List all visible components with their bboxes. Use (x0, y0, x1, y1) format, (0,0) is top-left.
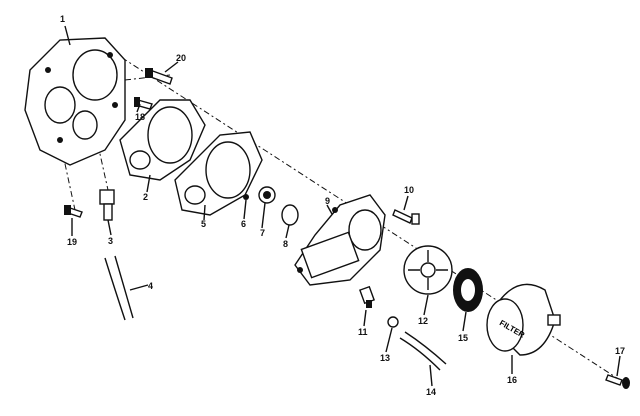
callout-7: 7 (260, 228, 266, 238)
callout-15: 15 (458, 333, 469, 343)
part-8-o-ring (281, 204, 299, 226)
part-7-valve-retainer (258, 186, 276, 204)
callout-2: 2 (143, 192, 149, 202)
part-5-diaphragm (174, 131, 263, 216)
part-18-screw (134, 97, 153, 110)
callout-18: 18 (135, 112, 146, 122)
callout-17: 17 (615, 346, 626, 356)
callout-20: 20 (176, 53, 187, 63)
callout-6: 6 (241, 219, 247, 229)
part-6-valve (243, 194, 249, 200)
part-4-fuel-hose (104, 255, 134, 321)
part-2-gasket (119, 99, 206, 181)
part-20-screw (145, 68, 173, 85)
part-11-fitting (359, 285, 375, 308)
callout-1: 1 (60, 14, 66, 24)
callout-16: 16 (507, 375, 518, 385)
callout-12: 12 (418, 316, 429, 326)
callout-4: 4 (148, 281, 154, 291)
callout-3: 3 (108, 236, 114, 246)
part-14-fuel-hose (399, 331, 447, 371)
callout-10: 10 (404, 185, 415, 195)
part-19-screw (64, 205, 83, 218)
callout-11: 11 (358, 327, 368, 337)
callout-19: 19 (67, 237, 78, 247)
part-13-clamp (387, 316, 399, 328)
part-1-pump-body (24, 37, 126, 166)
callout-8: 8 (283, 239, 289, 249)
part-10-screw (392, 209, 420, 225)
part-9-pump-cover (294, 194, 386, 286)
callout-9: 9 (325, 196, 331, 206)
callout-14: 14 (426, 387, 437, 397)
callout-5: 5 (201, 219, 207, 229)
part-16-filter-bowl: FILTER (486, 283, 561, 356)
callout-13: 13 (380, 353, 391, 363)
part-15-filter-gasket (453, 268, 483, 312)
part-3-elbow-fitting (99, 189, 115, 221)
part-12-valve-plate (403, 245, 453, 295)
part-17-screw (605, 374, 630, 389)
